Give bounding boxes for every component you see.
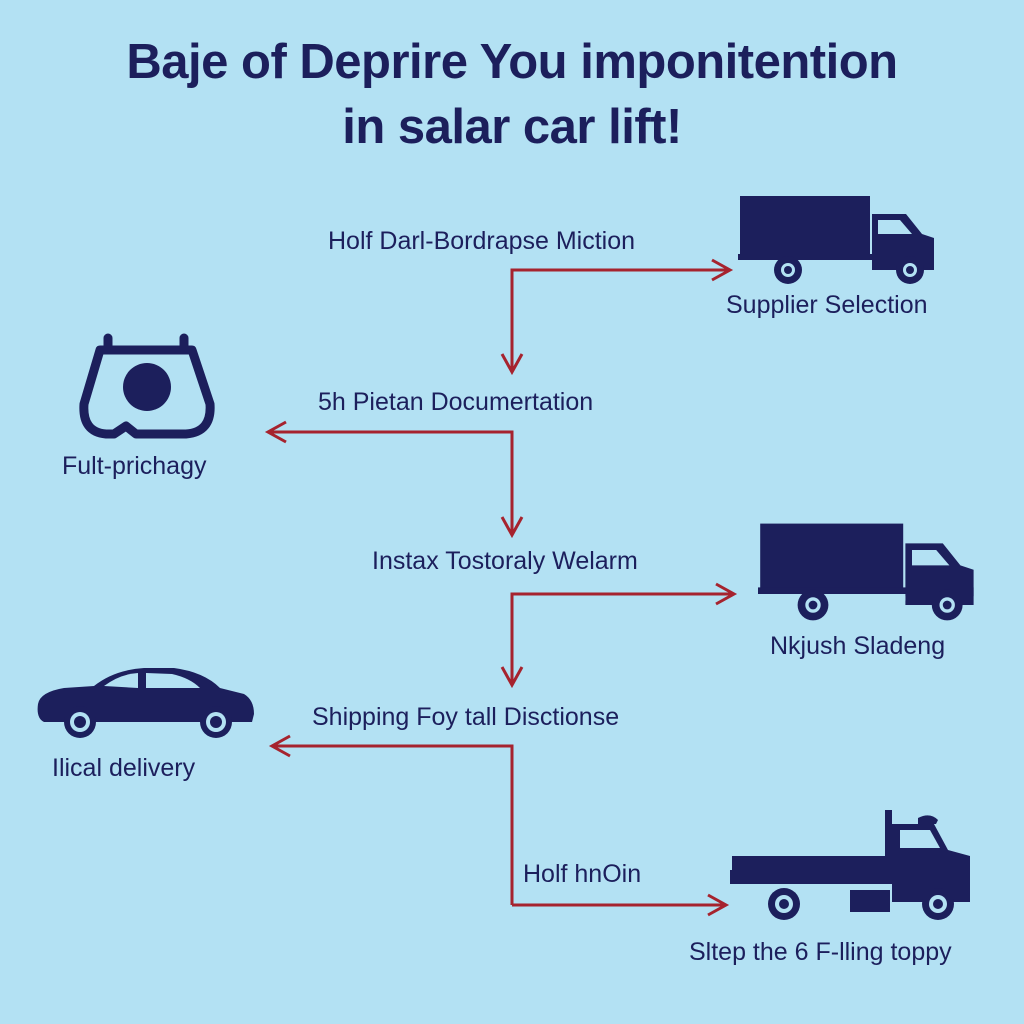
connector-step3 [510,582,738,680]
step-label-4: Shipping Foy tall Disctionse [312,703,620,731]
flatbed-truck-icon [730,810,970,920]
box-truck-icon [738,196,934,284]
outcome-label-4: Ilical delivery [52,754,196,782]
connector-step1 [510,258,734,370]
sedan-car-icon [37,668,254,738]
outcome-label-3: Nkjush Sladeng [770,632,946,660]
step-label-3: Instax Tostoraly Welarm [372,547,638,575]
box-truck-icon [758,523,974,621]
title-line-1: Baje of Deprire You imponitention [126,35,898,89]
step-label-1: Holf Darl-Bordrapse Miction [328,227,636,255]
outcome-label-2: Fult-prichagy [62,452,207,480]
title-line-2: in salar car lift! [342,100,682,154]
bag-icon [79,333,215,439]
step-label-5: Holf hnOin [523,860,642,888]
connector-step2 [264,420,514,530]
step-label-2: 5h Pietan Documertation [318,388,594,416]
outcome-label-5: Sltep the 6 F-lling toppy [689,938,952,966]
outcome-label-1: Supplier Selection [726,291,928,319]
connector-step4 [268,734,514,905]
page-title: Baje of Deprire You imponitention in sal… [0,30,1024,160]
